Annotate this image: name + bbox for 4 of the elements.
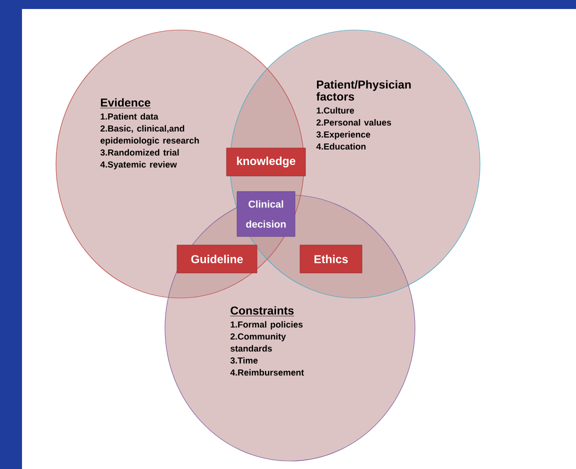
label-box: knowledge	[226, 148, 306, 176]
label-box: Ethics	[300, 244, 362, 274]
label-box: Clinical decision	[236, 191, 296, 237]
label-box: Guideline	[176, 244, 258, 274]
